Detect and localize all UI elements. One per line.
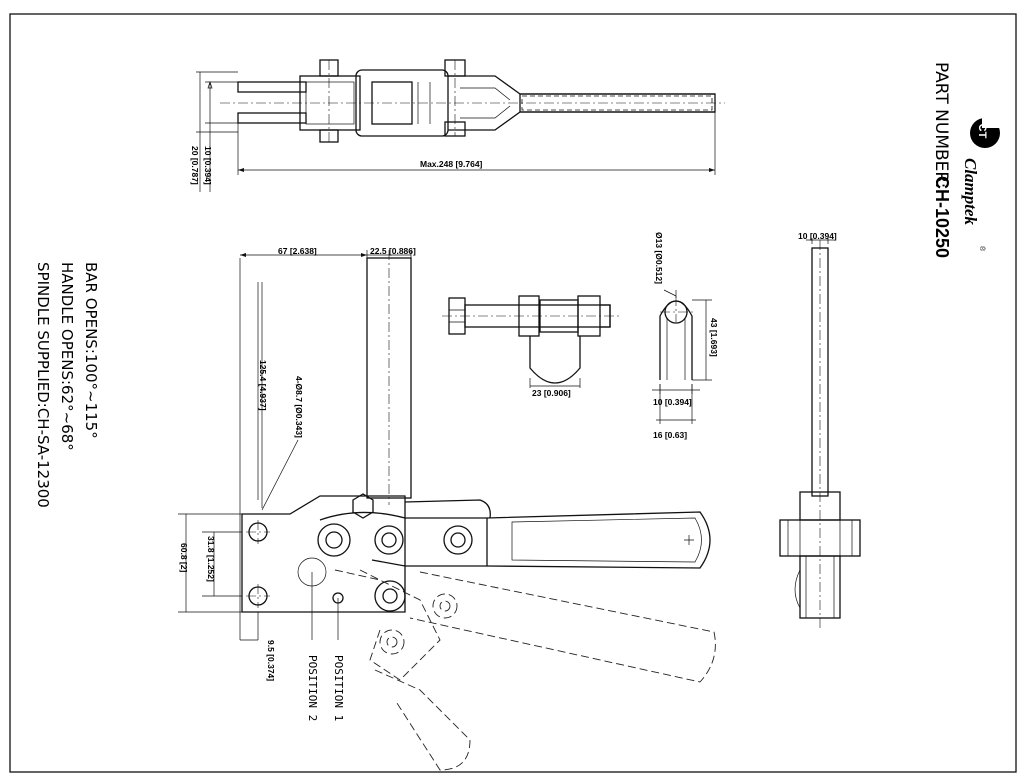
- dim-front-hole-318: 31.8 [1.252]: [206, 536, 216, 582]
- dim-side-width-10: 10 [0.394]: [798, 231, 837, 241]
- u-clip-detail: [652, 289, 712, 424]
- dim-front-offset-95: 9.5 [0.374]: [266, 640, 276, 681]
- spindle-assembly: [442, 295, 622, 388]
- dim-front-height-1254: 125.4 [4.937]: [258, 360, 268, 411]
- dim-uclip-dia-13: Ø13 [Ø0.512]: [654, 232, 664, 284]
- registered-mark: ®: [978, 246, 986, 252]
- front-view: [178, 250, 716, 771]
- dim-uclip-width-10: 10 [0.394]: [653, 397, 692, 407]
- note-spindle-supplied: SPINDLE SUPPLIED:CH-SA-12300: [34, 262, 52, 508]
- dim-front-width-67: 67 [2.638]: [278, 246, 317, 256]
- brand-name: Clamptek: [961, 158, 980, 226]
- dim-front-base-608: 60.8 [2]: [179, 543, 189, 572]
- dim-uclip-width-16: 16 [0.63]: [653, 430, 687, 440]
- label-position-2: POSITION 2: [306, 655, 319, 721]
- title-block: CT Clamptek ® PART NUMBER: CH-10250: [931, 62, 1004, 258]
- drawing-border: [9, 13, 1017, 773]
- dim-top-height-20: 20 [0.787]: [190, 146, 200, 185]
- part-number-value: CH-10250: [932, 176, 952, 258]
- brand-logo-letters: CT: [976, 124, 988, 139]
- notes-block: BAR OPENS:100°~115° HANDLE OPENS:62°~68°…: [34, 262, 100, 508]
- dim-top-length: Max.248 [9.764]: [420, 159, 483, 169]
- top-view: [196, 59, 725, 192]
- part-number-label: PART NUMBER:: [931, 62, 951, 188]
- label-position-1: POSITION 1: [332, 655, 345, 721]
- dim-front-bar-225: 22.5 [0.886]: [370, 246, 416, 256]
- front-view-position-2-ghost: [334, 569, 716, 771]
- dim-top-height-10: 10 [0.394]: [203, 146, 213, 185]
- note-handle-opens: HANDLE OPENS:62°~68°: [58, 262, 76, 451]
- dim-front-holes: 4-Ø8.7 [Ø0.343]: [294, 376, 304, 438]
- side-view: [779, 238, 861, 630]
- dim-spindle-width-23: 23 [0.906]: [532, 388, 571, 398]
- brand-logo: CT: [970, 117, 1004, 148]
- note-bar-opens: BAR OPENS:100°~115°: [82, 262, 100, 439]
- dim-uclip-height-43: 43 [1.693]: [709, 318, 719, 357]
